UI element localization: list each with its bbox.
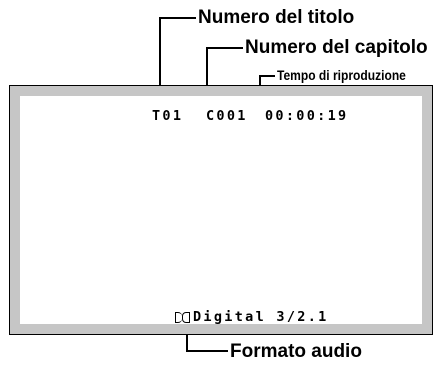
callout-playback-time: Tempo di riproduzione bbox=[277, 67, 406, 83]
osd-audio-format-text: Digital 3/2.1 bbox=[193, 309, 329, 325]
callout-chapter-number: Numero del capitolo bbox=[245, 37, 428, 58]
osd-chapter-number: C001 bbox=[206, 108, 248, 124]
osd-title-number: T01 bbox=[152, 108, 184, 124]
leader-line-chapter-v bbox=[206, 47, 208, 97]
leader-line-title-h bbox=[159, 17, 196, 19]
leader-line-chapter-h bbox=[206, 47, 243, 49]
callout-title-number: Numero del titolo bbox=[198, 7, 355, 28]
leader-line-title-v bbox=[159, 17, 161, 97]
leader-line-audio-h bbox=[186, 350, 228, 352]
callout-audio-format: Formato audio bbox=[230, 341, 362, 362]
osd-audio-format: Digital 3/2.1 bbox=[175, 309, 329, 325]
osd-playback-time: 00:00:19 bbox=[265, 108, 349, 124]
tv-screen-frame: T01 C001 00:00:19 Digital 3/2.1 bbox=[9, 85, 433, 335]
leader-line-audio-v bbox=[186, 326, 188, 351]
tv-screen: T01 C001 00:00:19 Digital 3/2.1 bbox=[20, 96, 422, 325]
dolby-double-d-icon bbox=[175, 311, 190, 323]
leader-line-time-h bbox=[259, 75, 275, 77]
